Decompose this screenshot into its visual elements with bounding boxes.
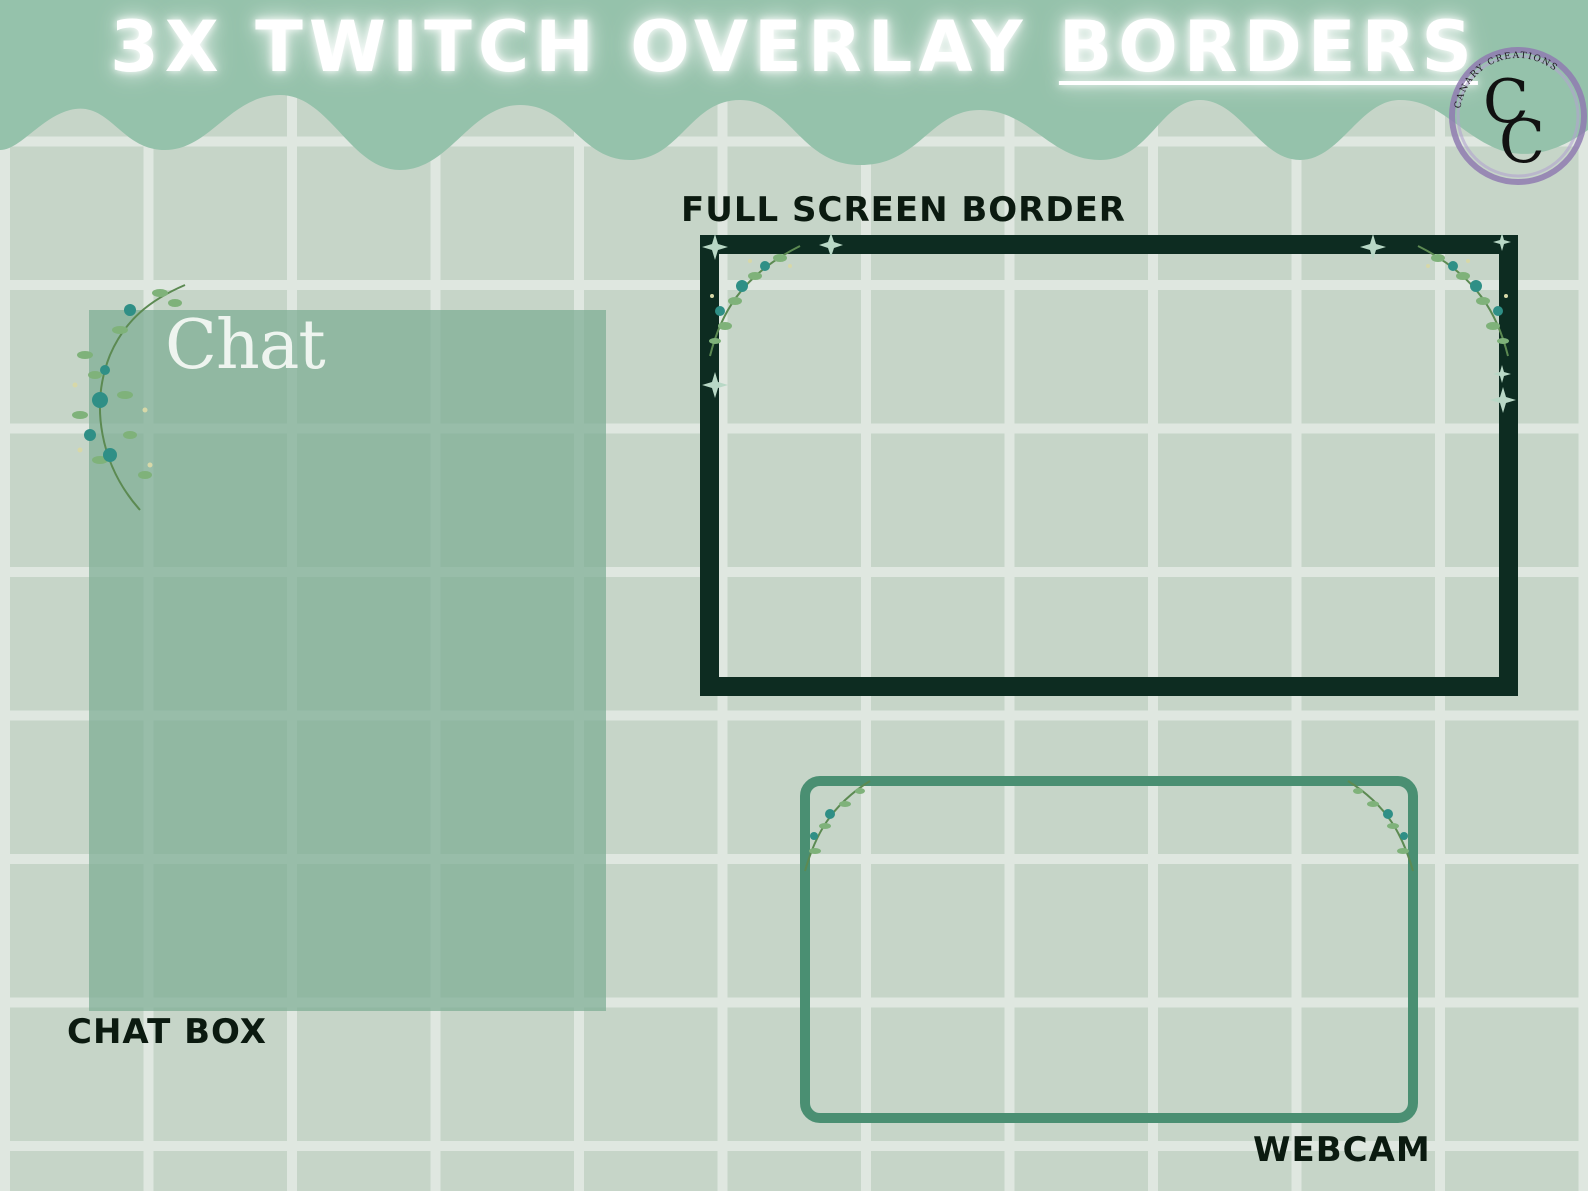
page-title: 3X TWITCH OVERLAY BORDERS <box>0 6 1588 88</box>
floral-corner-icon <box>1347 780 1414 872</box>
floral-corner-icon <box>804 780 871 872</box>
chat-box-label: CHAT BOX <box>67 1012 267 1052</box>
logo-monogram-bottom: C <box>1499 107 1545 177</box>
floral-corner-icon <box>1417 245 1509 357</box>
title-prefix: 3X TWITCH OVERLAY <box>110 6 1029 88</box>
logo-monogram-top: C <box>1483 67 1529 137</box>
drip-header <box>0 0 1588 170</box>
full-screen-border <box>700 235 1518 696</box>
floral-corner-icon <box>709 245 801 357</box>
chat-box-panel <box>89 310 606 1011</box>
sparkle-icons <box>702 233 1516 413</box>
webcam-label: WEBCAM <box>1253 1130 1431 1170</box>
floral-vine-icon <box>72 284 186 511</box>
full-screen-border-label: FULL SCREEN BORDER <box>681 190 1126 230</box>
chat-heading: Chat <box>165 306 326 385</box>
canary-creations-logo: CANARY CREATIONS C C <box>1449 47 1587 185</box>
title-highlight: BORDERS <box>1058 6 1478 88</box>
webcam-border <box>800 776 1418 1123</box>
